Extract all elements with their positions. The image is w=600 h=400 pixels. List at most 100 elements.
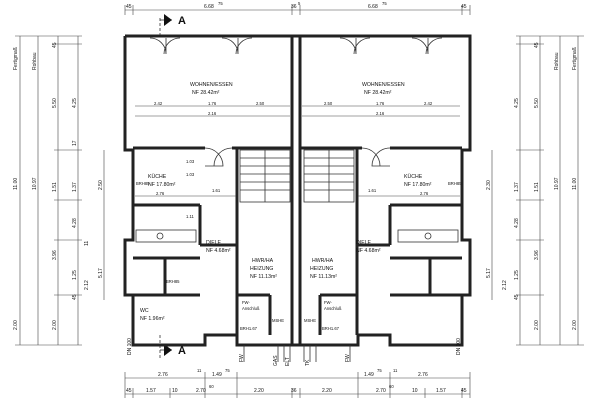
right-v45: 45: [534, 42, 540, 48]
left-v1100: 11.00: [13, 178, 19, 190]
room-labels: WOHNEN/ESSEN NF 28.42m² WOHNEN/ESSEN NF …: [140, 82, 432, 322]
left-v45b: 45: [72, 294, 78, 300]
stairs-left: [239, 149, 291, 203]
side-note-right: DN 100: [456, 338, 462, 355]
bot-270-l-sup: 60: [209, 384, 214, 389]
dim-brh-fw-r: BRH1.67: [322, 326, 340, 331]
bot-115-l: 11: [197, 368, 202, 373]
right-fertigmass: Fertigmaß: [572, 47, 578, 70]
interior-walls: [133, 146, 462, 335]
bottom-dimension-chains: 2.76 11 1.49 75 1.49 75 11 2.76 45 1.57 …: [124, 368, 471, 398]
left-v200b: 2.00: [52, 320, 58, 330]
left-v212: 2.12: [84, 280, 90, 290]
left-v250: 2.50: [98, 180, 104, 190]
right-v428: 4.28: [514, 218, 520, 228]
section-marker-top: A: [159, 14, 186, 36]
bot-115-r: 11: [393, 368, 398, 373]
room-name-diele-left: DIELE: [206, 240, 222, 246]
top-dim-36-sup: 5: [298, 1, 301, 6]
util-fw-l: FW: [239, 354, 245, 362]
left-v517: 5.17: [98, 268, 104, 278]
room-name-hwr-left: HWR/HA: [252, 258, 274, 264]
dim-w250-l: 2.50: [256, 101, 265, 106]
top-dim-668-left-sup: 75: [218, 1, 223, 6]
top-dim-668-right-sup: 75: [382, 1, 387, 6]
bot-45-l: 45: [126, 388, 132, 394]
right-v200b: 2.00: [534, 320, 540, 330]
right-v425: 4.25: [514, 98, 520, 108]
room-sub-fw-right: Anschluß: [324, 306, 342, 311]
room-area-kueche-right: NF 17.80m²: [404, 182, 432, 188]
left-fertigmass: Fertigmaß: [13, 47, 19, 70]
room-area-kueche-left: NF 17.80m²: [148, 182, 176, 188]
bot-276-l: 2.76: [158, 372, 168, 378]
dim-k161-r: 1.61: [368, 188, 377, 193]
util-fw-r: FW: [345, 354, 351, 362]
bot-10-r: 10: [412, 388, 418, 394]
right-v230: 2.30: [486, 180, 492, 190]
room-sub-hwr-right: HEIZUNG: [310, 266, 333, 272]
right-v550: 5.50: [534, 98, 540, 108]
room-name-fw-left: FW-: [242, 300, 250, 305]
utility-lines: FW GAS ELT TK FW: [239, 345, 351, 366]
bot-149-r-sup: 75: [377, 368, 382, 373]
bot-270-r-sup: 60: [389, 384, 394, 389]
room-name-kueche-left: KÜCHE: [148, 173, 167, 180]
room-sub-hwr-left: HEIZUNG: [250, 266, 273, 272]
left-v125: 1.25: [72, 270, 78, 280]
right-v396: 3.96: [534, 250, 540, 260]
room-area-wohnen-right: NF 28.42m²: [364, 90, 392, 96]
util-tk: TK: [305, 359, 311, 366]
right-v151: 1.51: [534, 182, 540, 192]
room-name-wc: WC: [140, 308, 149, 314]
dim-w216-r: 2.16: [376, 111, 385, 116]
bot-149-l-sup: 75: [225, 368, 230, 373]
left-v175: 17: [72, 140, 78, 146]
util-elt: ELT: [285, 357, 291, 366]
interior-dim-texts: 2.42 1.76 2.50 2.16 2.50 1.76 2.42 2.16 …: [136, 101, 462, 331]
room-name-wohnen-right: WOHNEN/ESSEN: [362, 82, 405, 88]
dim-brh-wc: BRH85: [166, 279, 180, 284]
left-v151: 1.51: [52, 182, 58, 192]
section-letter-top: A: [178, 15, 186, 27]
top-dim-668-right: 6.68: [368, 4, 378, 10]
left-v550: 5.50: [52, 98, 58, 108]
outer-walls: [123, 34, 472, 347]
dim-w176-r: 1.76: [376, 101, 385, 106]
dim-w176-l: 1.76: [208, 101, 217, 106]
left-v428: 4.28: [72, 218, 78, 228]
bot-10-l: 10: [172, 388, 178, 394]
bot-220-r: 2.20: [322, 388, 332, 394]
bot-149-r: 1.49: [364, 372, 374, 378]
dim-mshe-l: MSHE: [272, 318, 284, 323]
right-rohbau: Rohbau: [554, 52, 560, 70]
bot-220-l: 2.20: [254, 388, 264, 394]
dim-w242-l: 2.42: [154, 101, 163, 106]
room-area-diele-left: NF 4.68m²: [206, 248, 231, 254]
room-area-wohnen-left: NF 28.42m²: [192, 90, 220, 96]
dim-w216-l: 2.16: [208, 111, 217, 116]
dim-k103: 1.03: [186, 159, 195, 164]
room-area-hwr-left: NF 11.13m²: [250, 274, 277, 280]
bot-270-l: 2.70: [196, 388, 206, 394]
patio-doors: [149, 37, 443, 167]
left-v115: 11: [84, 241, 90, 246]
top-dim-45-right: 45: [461, 4, 467, 10]
room-area-hwr-right: NF 11.13m²: [310, 274, 337, 280]
bot-276-r: 2.76: [418, 372, 428, 378]
right-v137: 1.37: [514, 182, 520, 192]
section-letter-bottom: A: [178, 345, 186, 357]
dim-brh-fw-l: BRH1.67: [240, 326, 258, 331]
room-sub-fw-left: Anschluß: [242, 306, 260, 311]
right-v45b: 45: [514, 294, 520, 300]
top-dim-36: 36: [291, 4, 297, 10]
left-v200a: 2.00: [13, 320, 19, 330]
right-v1097: 10.97: [554, 177, 560, 190]
dim-k276-l: 2.76: [156, 191, 165, 196]
left-dimension-chains: Fertigmaß Rohbau 11.00 10.97 45 5.50 4.2…: [13, 35, 105, 346]
right-v125: 1.25: [514, 270, 520, 280]
bot-149-l: 1.49: [212, 372, 222, 378]
dim-k161-l: 1.61: [212, 188, 221, 193]
dim-w242-r: 2.42: [424, 101, 433, 106]
